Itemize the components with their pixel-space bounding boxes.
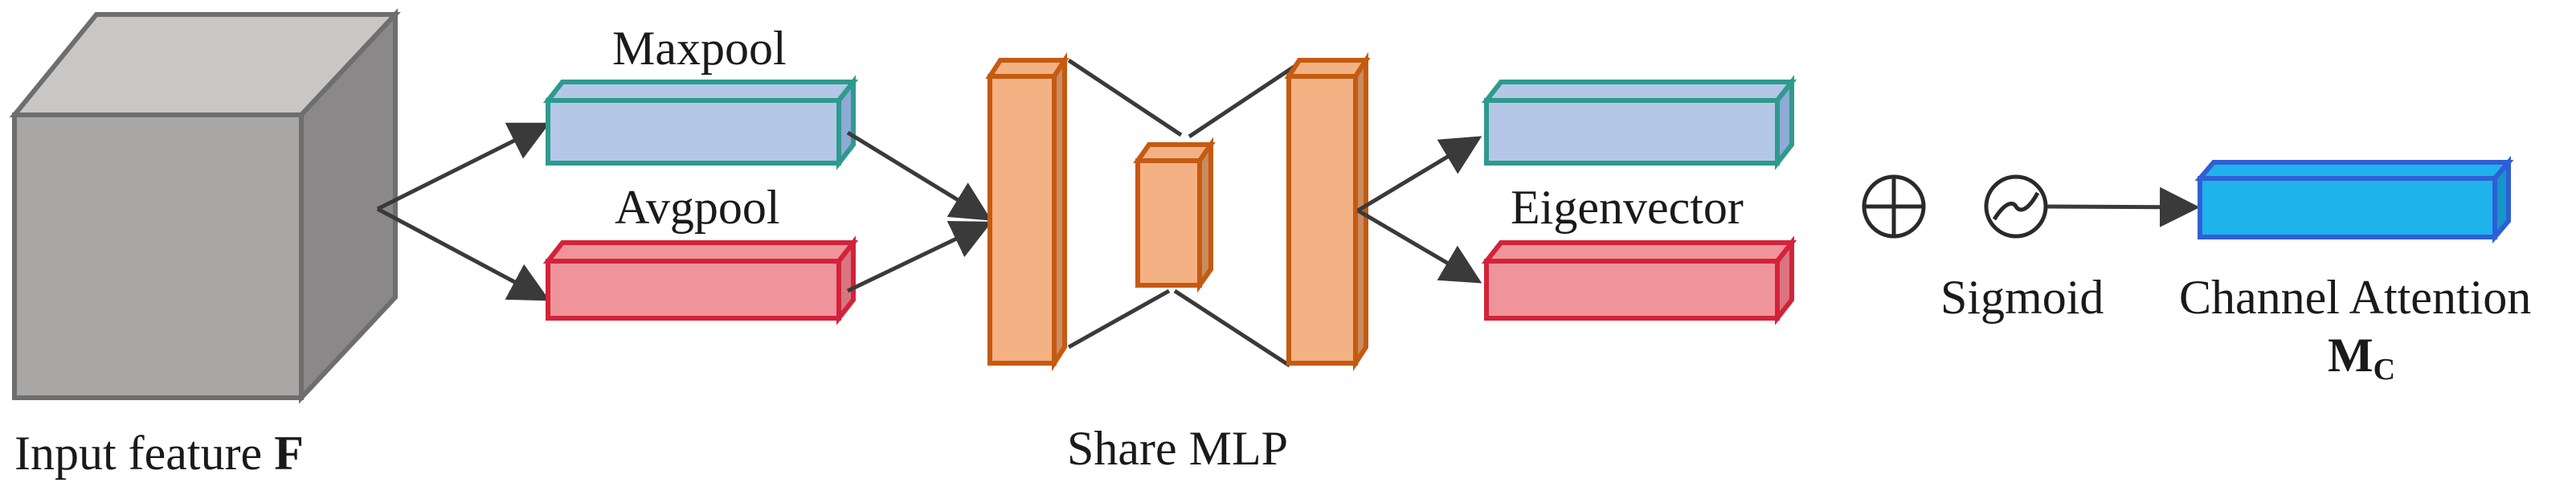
- mc-symbol: MC: [2328, 331, 2395, 385]
- input-feature-text: Input feature: [14, 427, 263, 480]
- sigmoid-label: Sigmoid: [1940, 271, 2104, 324]
- channel-attention-bar: [2194, 155, 2514, 244]
- mlp-hidden-layer: [1133, 137, 1216, 293]
- mc-main: M: [2328, 329, 2374, 382]
- maxpool-bar: [542, 75, 859, 170]
- share-mlp-label: Share MLP: [1067, 422, 1288, 475]
- maxpool-label: Maxpool: [612, 22, 787, 75]
- input-feature-symbol: F: [274, 427, 304, 480]
- mc-subscript: C: [2373, 353, 2396, 387]
- cube-arrows: [376, 122, 550, 301]
- avgpool-label: Avgpool: [615, 181, 780, 234]
- eigenvector-bottom-bar: [1481, 235, 1797, 325]
- eigenvector-label: Eigenvector: [1511, 181, 1744, 234]
- channel-attention-label: Channel Attention: [2179, 271, 2532, 324]
- mlp-connections: [1067, 58, 1299, 368]
- sigmoid-wave-icon: [1984, 174, 2048, 239]
- mlp-layer-1: [985, 51, 1069, 372]
- avgpool-bar: [542, 235, 859, 325]
- input-feature-cube: [9, 8, 401, 404]
- mlp-to-eigen-arrows: [1356, 136, 1482, 284]
- input-feature-label: Input feature F: [14, 429, 304, 477]
- mlp-layer-3: [1284, 51, 1371, 372]
- circled-plus-icon: [1862, 174, 1926, 239]
- eigenvector-top-bar: [1481, 75, 1797, 170]
- pool-to-mlp-arrows: [846, 130, 992, 293]
